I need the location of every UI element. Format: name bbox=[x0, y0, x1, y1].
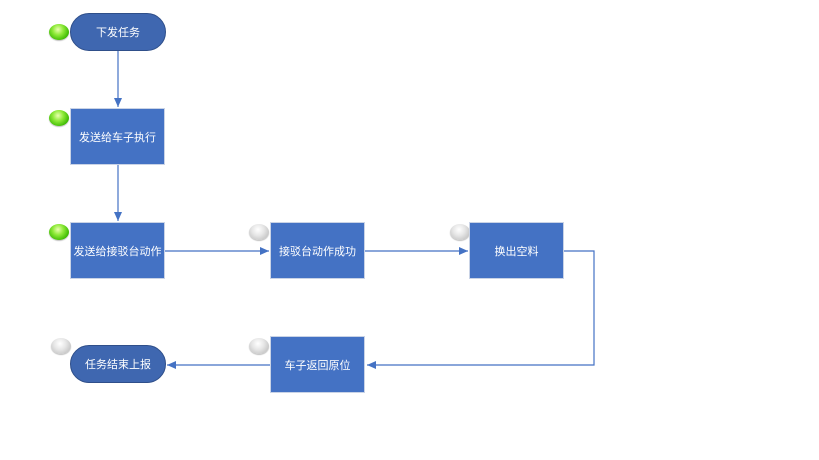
status-done-icon bbox=[49, 110, 69, 126]
node-car-return[interactable]: 车子返回原位 bbox=[270, 336, 365, 393]
node-dock-success-label: 接驳台动作成功 bbox=[279, 244, 356, 258]
node-send-dock-label: 发送给接驳台动作 bbox=[73, 244, 162, 258]
node-car-return-label: 车子返回原位 bbox=[284, 358, 351, 372]
node-send-dock[interactable]: 发送给接驳台动作 bbox=[70, 222, 165, 279]
node-swap-empty[interactable]: 换出空料 bbox=[469, 222, 564, 279]
status-pending-icon bbox=[51, 338, 71, 354]
status-done-icon bbox=[49, 224, 69, 240]
edge-swap-empty-to-car-return bbox=[367, 250, 595, 369]
status-done-icon bbox=[49, 24, 69, 40]
status-pending-icon bbox=[450, 224, 470, 240]
node-swap-empty-label: 换出空料 bbox=[494, 244, 539, 258]
node-end-label: 任务结束上报 bbox=[85, 358, 151, 371]
node-start[interactable]: 下发任务 bbox=[70, 13, 166, 51]
node-send-car[interactable]: 发送给车子执行 bbox=[70, 108, 165, 165]
node-send-car-label: 发送给车子执行 bbox=[79, 130, 156, 144]
node-end[interactable]: 任务结束上报 bbox=[70, 345, 166, 383]
status-pending-icon bbox=[249, 224, 269, 240]
node-dock-success[interactable]: 接驳台动作成功 bbox=[270, 222, 365, 279]
node-start-label: 下发任务 bbox=[96, 26, 140, 39]
status-pending-icon bbox=[249, 338, 269, 354]
